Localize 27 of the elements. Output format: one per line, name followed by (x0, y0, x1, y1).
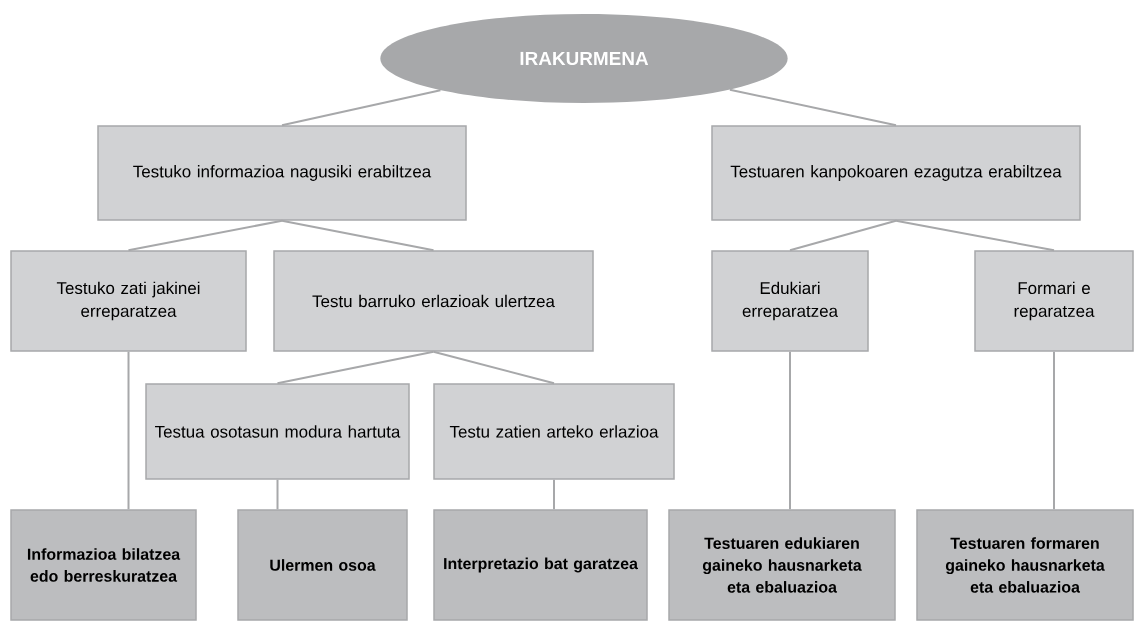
outcome-box: Informazioa bilatzea edo berreskuratzea (10, 509, 197, 621)
connector-line (276, 478, 279, 511)
category-box: Testuko zati jakinei erreparatzea (10, 250, 247, 352)
outcome-box: Interpretazio bat garatzea (433, 509, 648, 621)
connector-line (432, 350, 555, 385)
connector-line (895, 219, 1055, 252)
connector-line (281, 89, 442, 127)
ellipse-node: IRAKURMENA (380, 14, 788, 103)
connector-line (1053, 350, 1055, 511)
category-box: Testuko informazioa nagusiki erabiltzea (97, 125, 467, 221)
connector-line (127, 350, 130, 511)
outcome-box: Ulermen osoa (237, 509, 408, 621)
connector-line (789, 350, 791, 511)
connector-line (127, 219, 283, 252)
category-box: Testu zatien arteko erlazioa (433, 383, 675, 480)
outcome-box: Testuaren edukiaren gaineko hausnarketa eta ebaluazioa (668, 509, 896, 621)
connector-line (728, 88, 897, 127)
connector-line (281, 219, 435, 252)
outcome-box: Testuaren formaren gaineko hausnarketa eta ebaluazioa (916, 509, 1134, 621)
category-box: Testuaren kanpokoaren ezagutza erabiltzea (711, 125, 1081, 221)
connector-line (789, 219, 897, 252)
category-box: Testu barruko erlazioak ulertzea (273, 250, 594, 352)
category-box: Formari e reparatzea (974, 250, 1134, 352)
category-box: Edukiari erreparatzea (711, 250, 869, 352)
connector-line (553, 478, 555, 511)
connector-line (276, 350, 435, 385)
category-box: Testua osotasun modura hartuta (145, 383, 410, 480)
